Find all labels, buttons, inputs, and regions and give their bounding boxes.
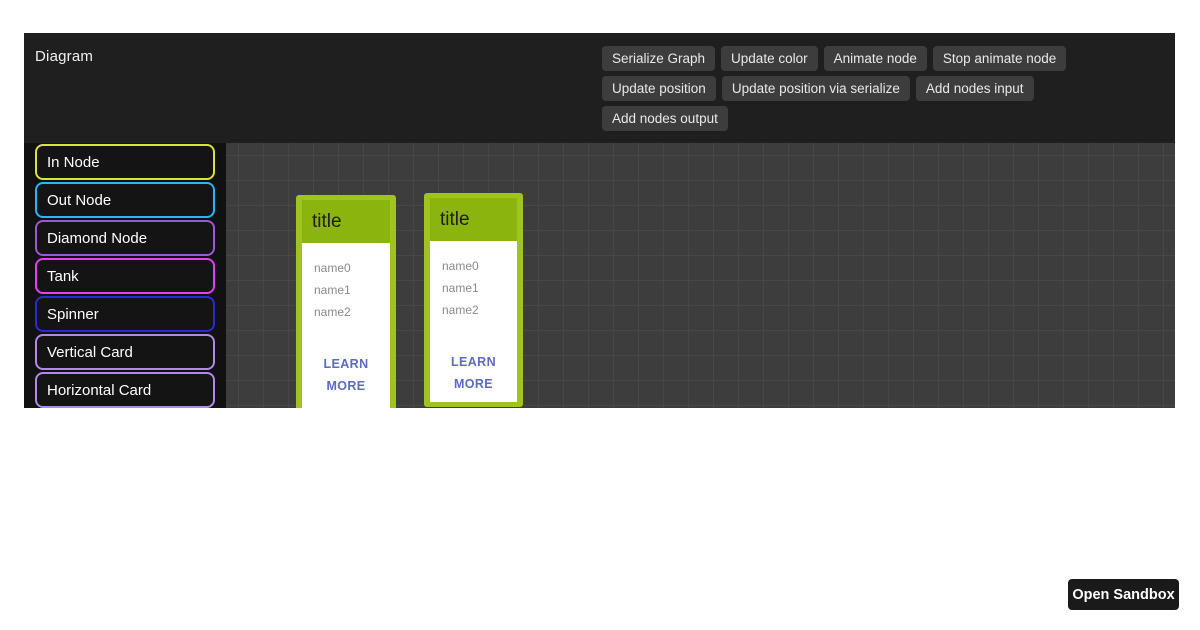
palette-item-tank[interactable]: Tank	[35, 258, 215, 294]
animate-node-button[interactable]: Animate node	[823, 46, 927, 71]
node-field: name2	[314, 305, 351, 319]
app-header: Diagram Serialize Graph Update color Ani…	[24, 33, 1175, 143]
node-field: name0	[442, 259, 479, 273]
palette-item-vertical-card[interactable]: Vertical Card	[35, 334, 215, 370]
node-field: name2	[442, 303, 479, 317]
palette-item-in-node[interactable]: In Node	[35, 144, 215, 180]
learn-more-link[interactable]: LEARN MORE	[450, 355, 497, 391]
node-title-bar: title	[430, 198, 517, 241]
node-palette-sidebar: In Node Out Node Diamond Node Tank Spinn…	[24, 143, 226, 408]
page-title: Diagram	[35, 48, 94, 65]
node-field: name1	[442, 281, 479, 295]
palette-item-spinner[interactable]: Spinner	[35, 296, 215, 332]
add-nodes-input-button[interactable]: Add nodes input	[915, 76, 1034, 101]
toolbar-row: Serialize Graph Update color Animate nod…	[602, 46, 1102, 71]
update-position-via-serialize-button[interactable]: Update position via serialize	[721, 76, 910, 101]
update-position-button[interactable]: Update position	[602, 76, 716, 101]
node-body: name0 name1 name2 LEARN MORE	[430, 241, 517, 402]
canvas-node[interactable]: title name0 name1 name2 LEARN MORE	[296, 195, 396, 408]
palette-item-diamond-node[interactable]: Diamond Node	[35, 220, 215, 256]
node-field: name0	[314, 261, 351, 275]
node-title-bar: title	[302, 200, 390, 243]
node-body: name0 name1 name2 LEARN MORE	[302, 243, 390, 408]
diagram-app: Diagram Serialize Graph Update color Ani…	[24, 33, 1175, 408]
node-title: title	[312, 210, 342, 232]
canvas-node[interactable]: title name0 name1 name2 LEARN MORE	[424, 193, 523, 407]
palette-item-label: Horizontal Card	[47, 381, 152, 399]
node-title: title	[440, 208, 470, 230]
palette-item-label: Out Node	[47, 191, 112, 209]
learn-more-link[interactable]: LEARN MORE	[323, 357, 369, 393]
palette-item-label: In Node	[47, 153, 100, 171]
diagram-canvas[interactable]: title name0 name1 name2 LEARN MORE title…	[226, 143, 1175, 408]
stop-animate-node-button[interactable]: Stop animate node	[932, 46, 1067, 71]
palette-item-label: Vertical Card	[47, 343, 133, 361]
toolbar-row: Add nodes output	[602, 106, 1102, 131]
open-sandbox-button[interactable]: Open Sandbox	[1068, 579, 1179, 610]
update-color-button[interactable]: Update color	[721, 46, 818, 71]
node-field: name1	[314, 283, 351, 297]
app-body: In Node Out Node Diamond Node Tank Spinn…	[24, 143, 1175, 408]
palette-item-label: Tank	[47, 267, 79, 285]
palette-item-horizontal-card[interactable]: Horizontal Card	[35, 372, 215, 408]
palette-item-label: Spinner	[47, 305, 99, 323]
palette-item-out-node[interactable]: Out Node	[35, 182, 215, 218]
toolbar-row: Update position Update position via seri…	[602, 76, 1102, 101]
add-nodes-output-button[interactable]: Add nodes output	[602, 106, 728, 131]
palette-item-label: Diamond Node	[47, 229, 148, 247]
toolbar: Serialize Graph Update color Animate nod…	[602, 46, 1102, 131]
serialize-graph-button[interactable]: Serialize Graph	[602, 46, 716, 71]
